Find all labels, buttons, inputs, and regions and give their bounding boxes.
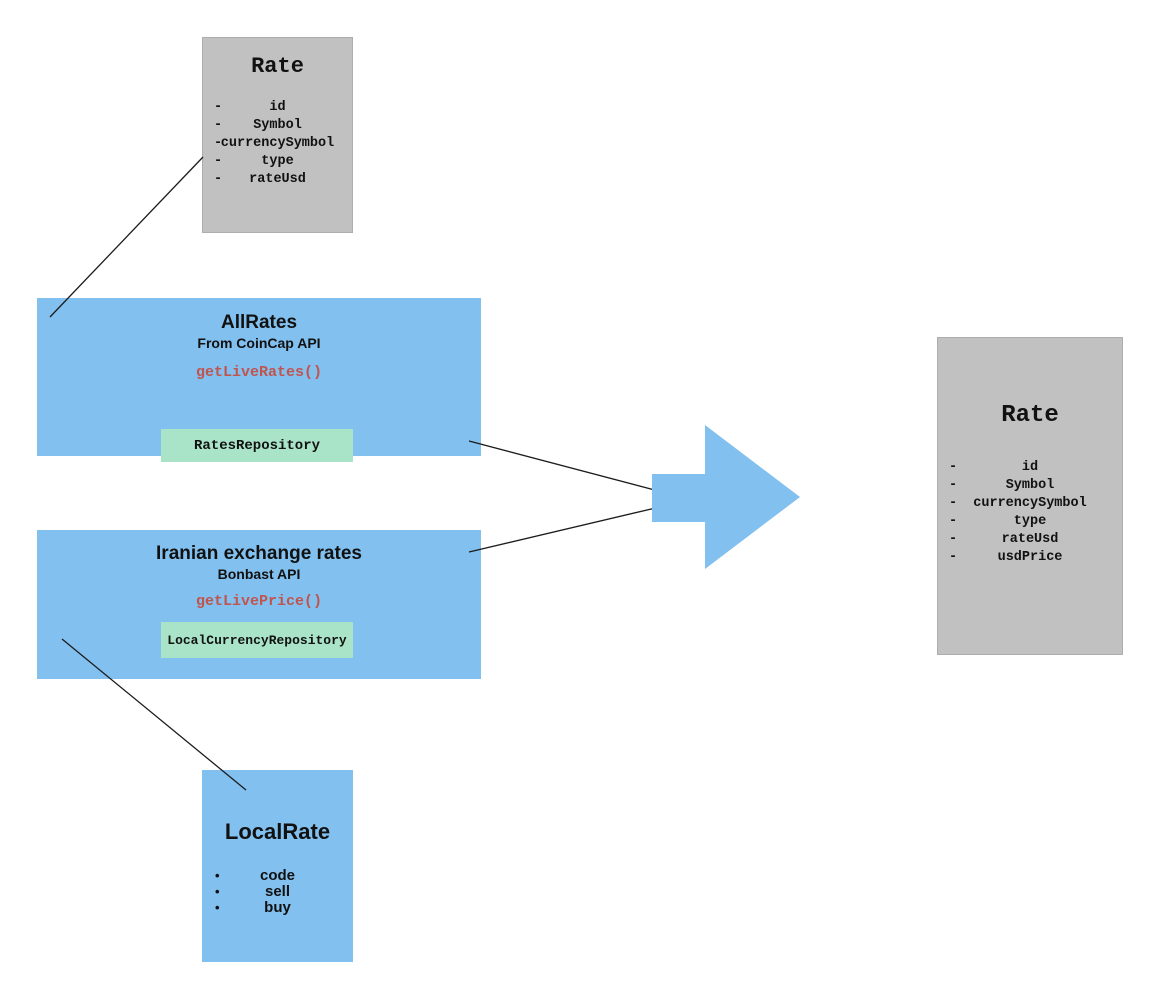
field-label: code xyxy=(259,867,295,884)
bullet-marker: • xyxy=(215,868,220,883)
rate-model-box-source: Rate -id -Symbol -currencySymbol -type -… xyxy=(202,37,353,233)
field-row: -currencySymbol xyxy=(203,135,352,153)
local-rate-fields: • code • sell • buy xyxy=(202,868,353,916)
rate-model-title: Rate xyxy=(251,54,304,79)
field-label: id xyxy=(269,100,286,115)
connector-iranian-to-arrow xyxy=(468,502,666,553)
field-row: • code xyxy=(202,868,353,884)
field-label: rateUsd xyxy=(1001,532,1059,547)
iranian-rates-title: Iranian exchange rates xyxy=(156,543,362,564)
field-row: • sell xyxy=(202,884,353,900)
field-label: Symbol xyxy=(253,118,302,133)
field-row: - Symbol xyxy=(203,117,352,135)
dash-marker: - xyxy=(949,460,958,475)
field-row: - rateUsd xyxy=(203,171,352,189)
iranian-rates-box: Iranian exchange rates Bonbast API getLi… xyxy=(37,530,481,679)
all-rates-subtitle: From CoinCap API xyxy=(197,335,321,351)
bullet-marker: • xyxy=(215,884,220,899)
dash-marker: - xyxy=(214,154,223,169)
field-row: - usdPrice xyxy=(938,549,1122,567)
field-label: currencySymbol xyxy=(220,136,335,151)
rates-repository-chip: RatesRepository xyxy=(161,429,353,462)
field-label: sell xyxy=(264,883,291,900)
field-row: - type xyxy=(938,513,1122,531)
connector-rate-to-allrates xyxy=(49,156,204,318)
field-label: rateUsd xyxy=(249,172,306,187)
field-label: type xyxy=(1013,514,1047,529)
dash-marker: - xyxy=(949,514,958,529)
bullet-marker: • xyxy=(215,900,220,915)
connector-allrates-to-arrow xyxy=(468,440,668,496)
iranian-rates-method: getLivePrice() xyxy=(195,593,323,610)
local-currency-repository-chip: LocalCurrencyRepository xyxy=(161,622,353,658)
dash-marker: - xyxy=(949,550,958,565)
rate-model-title: Rate xyxy=(1001,402,1059,429)
dash-marker: - xyxy=(214,172,223,187)
rate-model-fields: -id -Symbol -currencySymbol -type -rateU… xyxy=(938,459,1122,567)
dash-marker: - xyxy=(214,100,223,115)
field-label: usdPrice xyxy=(997,550,1063,565)
flow-arrow-icon xyxy=(652,425,800,569)
field-label: currencySymbol xyxy=(973,496,1087,511)
field-row: - type xyxy=(203,153,352,171)
dash-marker: - xyxy=(214,136,223,151)
field-label: type xyxy=(261,154,294,169)
dash-marker: - xyxy=(214,118,223,133)
all-rates-title: AllRates xyxy=(220,312,298,333)
field-label: Symbol xyxy=(1005,478,1055,493)
field-row: - Symbol xyxy=(938,477,1122,495)
local-rate-box: LocalRate • code • sell • buy xyxy=(202,770,353,962)
field-row: - id xyxy=(203,99,352,117)
dash-marker: - xyxy=(949,496,958,511)
dash-marker: - xyxy=(949,532,958,547)
all-rates-method: getLiveRates() xyxy=(195,364,323,381)
local-rate-title: LocalRate xyxy=(224,819,331,844)
field-row: • buy xyxy=(202,900,353,916)
field-label: buy xyxy=(264,899,291,916)
all-rates-box: AllRates From CoinCap API getLiveRates()… xyxy=(37,298,481,462)
iranian-rates-subtitle: Bonbast API xyxy=(217,566,301,582)
field-label: id xyxy=(1021,460,1039,475)
dash-marker: - xyxy=(949,478,958,493)
field-row: - id xyxy=(938,459,1122,477)
rate-model-fields: -id -Symbol -currencySymbol -type -rateU… xyxy=(203,99,352,189)
field-row: -currencySymbol xyxy=(938,495,1122,513)
field-row: - rateUsd xyxy=(938,531,1122,549)
rate-model-box-merged: Rate -id -Symbol -currencySymbol -type -… xyxy=(937,337,1123,655)
